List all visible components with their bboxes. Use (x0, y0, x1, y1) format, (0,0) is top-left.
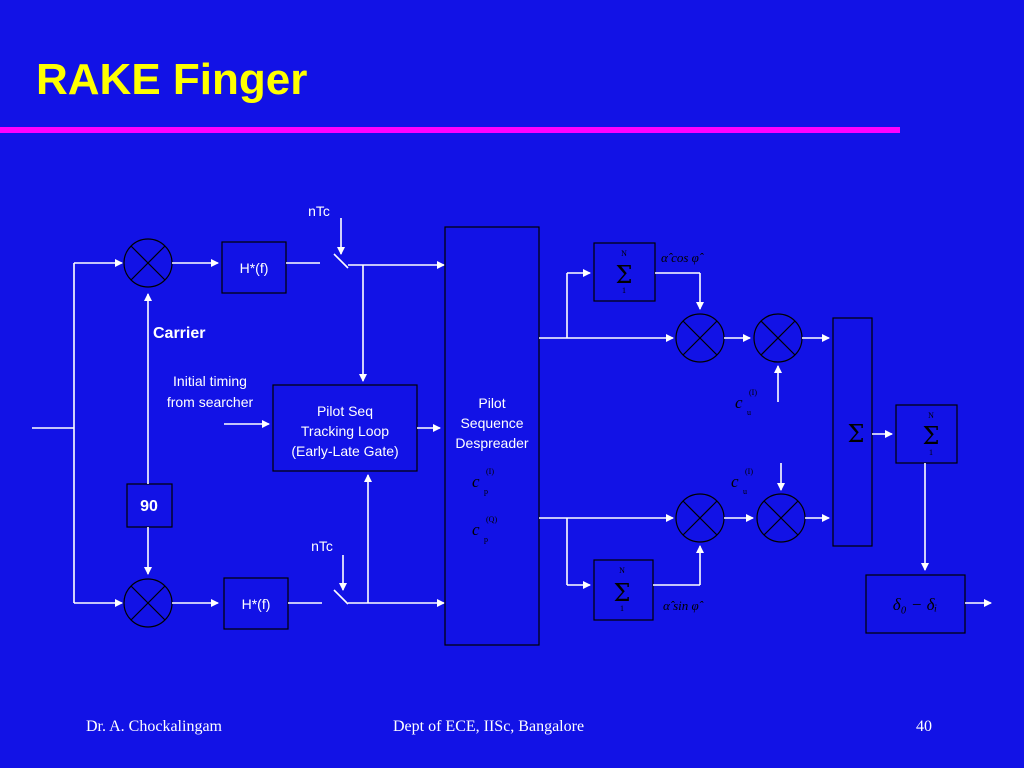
svg-text:c: c (731, 472, 739, 491)
footer-department: Dept of ECE, IISc, Bangalore (393, 718, 585, 735)
cu-i-top-label: c u (I) (735, 388, 757, 417)
svg-text:c: c (735, 393, 743, 412)
decision-box (865, 574, 966, 634)
initial-timing-line2: from searcher (167, 394, 254, 410)
output-summer-sigma: Σ (923, 422, 940, 450)
top-summer-box (593, 242, 656, 302)
phase-shift-box (126, 483, 173, 528)
footer-page-number: 40 (916, 718, 932, 735)
svg-text:u: u (747, 408, 751, 417)
svg-text:(I): (I) (486, 467, 494, 476)
bottom-summer-box (593, 559, 654, 621)
tracking-label-line1: Pilot Seq (317, 403, 373, 419)
svg-text:p: p (484, 535, 488, 544)
top-code-mixer (753, 313, 803, 363)
bottom-phase-mixer (675, 493, 725, 543)
bottom-sampler-switch (333, 589, 349, 605)
top-ntc-label: nTc (308, 203, 330, 219)
sin-estimate-label: α̂ sin φ̂ (663, 598, 704, 613)
bottom-mixer (123, 578, 173, 628)
output-summer-box (895, 404, 958, 464)
svg-text:c: c (472, 472, 480, 491)
pilot-despreader-box (444, 226, 540, 646)
top-matched-filter (221, 241, 287, 294)
output-summer-lower: 1 (929, 448, 933, 457)
carrier-label: Carrier (153, 325, 205, 342)
top-mixer (123, 238, 173, 288)
bottom-code-mixer (756, 493, 806, 543)
output-summer-upper: N (928, 411, 934, 420)
phase-shift-label: 90 (140, 498, 158, 515)
bottom-filter-label: H*(f) (242, 596, 271, 612)
bottom-summer-lower: 1 (620, 604, 624, 613)
cu-i-bottom-label: c u (I) (731, 467, 753, 496)
despreader-label-line2: Sequence (460, 415, 523, 431)
footer-author: Dr. A. Chockalingam (86, 718, 222, 735)
combiner-box (832, 317, 873, 547)
bottom-ntc-label: nTc (311, 538, 333, 554)
svg-text:(I): (I) (749, 388, 757, 397)
decision-label: δ₀ − δᵢ (893, 595, 937, 614)
combiner-sigma: Σ (848, 420, 865, 448)
svg-text:(I): (I) (745, 467, 753, 476)
tracking-label-line3: (Early-Late Gate) (291, 443, 398, 459)
title-underline (0, 127, 900, 133)
slide-title: RAKE Finger (36, 55, 308, 104)
svg-text:u: u (743, 487, 747, 496)
tracking-label-line2: Tracking Loop (301, 423, 389, 439)
top-sampler-switch (333, 253, 349, 269)
bottom-summer-upper: N (619, 566, 625, 575)
despreader-label-line3: Despreader (455, 435, 528, 451)
top-summer-lower: 1 (622, 286, 626, 295)
top-filter-label: H*(f) (240, 260, 269, 276)
svg-text:p: p (484, 487, 488, 496)
svg-text:c: c (472, 520, 480, 539)
top-summer-upper: N (621, 249, 627, 258)
cp-q-label: c p (Q) (472, 515, 497, 544)
top-phase-mixer (675, 313, 725, 363)
cos-estimate-label: α̂ cos φ̂ (661, 250, 704, 265)
cp-i-label: c p (I) (472, 467, 494, 496)
svg-text:(Q): (Q) (486, 515, 497, 524)
bottom-summer-sigma: Σ (614, 579, 631, 607)
despreader-label-line1: Pilot (478, 395, 505, 411)
initial-timing-line1: Initial timing (173, 373, 247, 389)
top-summer-sigma: Σ (616, 261, 633, 289)
